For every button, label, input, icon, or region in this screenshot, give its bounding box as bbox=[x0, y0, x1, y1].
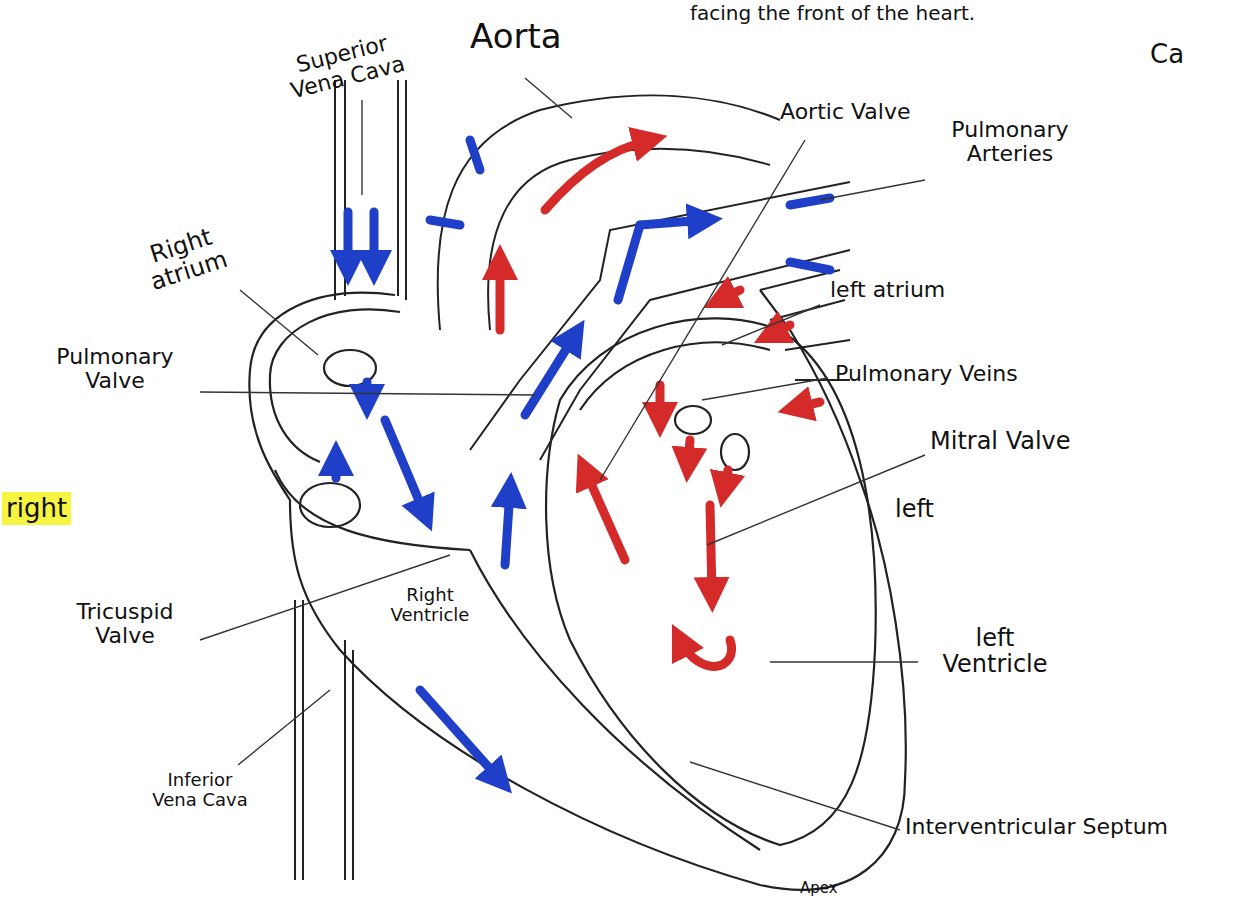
vessel-outline bbox=[438, 96, 780, 330]
blood-flow-arrow bbox=[680, 640, 732, 666]
blood-flow-arrow bbox=[795, 402, 820, 408]
heart-outline bbox=[546, 318, 876, 845]
blood-flow-arrow bbox=[710, 505, 712, 595]
part-name: Interventricular Septum bbox=[905, 815, 1168, 839]
vessel-outline bbox=[344, 640, 346, 880]
vessel-outline bbox=[294, 600, 296, 880]
vessel-outline bbox=[470, 182, 850, 450]
leader-line bbox=[770, 661, 918, 662]
blood-flow-arrow bbox=[770, 325, 790, 335]
part-name: Aortic Valve bbox=[780, 100, 911, 124]
heart-outline bbox=[721, 434, 749, 470]
leader-line bbox=[707, 455, 925, 545]
note-text: facing the front of the heart. bbox=[690, 2, 975, 24]
blood-flow-arrow bbox=[720, 290, 740, 300]
vessel-outline bbox=[302, 600, 304, 880]
vessel-outline bbox=[334, 80, 336, 300]
side-label: right bbox=[2, 492, 71, 525]
leader-line bbox=[702, 378, 828, 400]
blood-flow-arrow bbox=[385, 420, 425, 515]
blood-flow-arrow bbox=[525, 335, 575, 415]
leader-line bbox=[525, 78, 572, 118]
leader-line bbox=[820, 180, 925, 200]
part-name: Pulmonary Valve bbox=[40, 345, 190, 393]
heart-outline bbox=[275, 470, 470, 550]
blood-flow-arrow bbox=[344, 212, 353, 268]
blood-flow-arrow bbox=[370, 212, 379, 268]
blood-flow-arrow bbox=[332, 458, 341, 478]
part-name: left atrium bbox=[830, 278, 945, 302]
blood-flow-arrow bbox=[618, 225, 640, 300]
part-name: left Ventricle bbox=[925, 625, 1065, 678]
part-name: Pulmonary Arteries bbox=[930, 118, 1090, 166]
part-name: Pulmonary Veins bbox=[835, 362, 1018, 386]
leader-line bbox=[238, 690, 330, 765]
blood-flow-arrow bbox=[640, 220, 705, 225]
vessel-outline bbox=[397, 80, 399, 296]
part-name: Right Ventricle bbox=[385, 585, 475, 625]
leader-line bbox=[200, 392, 535, 395]
vessel-outline bbox=[540, 250, 850, 460]
blood-flow-arrow bbox=[420, 690, 500, 780]
part-name: Apex bbox=[800, 880, 838, 897]
note-text: Ca bbox=[1150, 40, 1184, 69]
part-name: Inferior Vena Cava bbox=[150, 770, 250, 810]
part-name: Aorta bbox=[470, 18, 562, 55]
blood-flow-arrow bbox=[470, 140, 480, 170]
leader-line bbox=[722, 305, 820, 345]
heart-outline bbox=[270, 309, 400, 462]
vessel-outline bbox=[295, 80, 850, 880]
side-label: left bbox=[895, 496, 934, 522]
leader-line bbox=[361, 100, 362, 195]
blood-flow-arrow bbox=[336, 140, 830, 780]
leader-line bbox=[200, 78, 925, 830]
part-name: Right atrium bbox=[106, 210, 265, 307]
blood-flow-arrow bbox=[505, 490, 510, 565]
blood-flow-arrow bbox=[430, 220, 460, 225]
leader-line bbox=[240, 290, 318, 355]
leader-line bbox=[690, 762, 900, 830]
blood-flow-arrow bbox=[500, 140, 820, 666]
part-name: Mitral Valve bbox=[930, 428, 1071, 454]
blood-flow-arrow bbox=[585, 470, 625, 560]
blood-flow-arrow bbox=[656, 385, 665, 420]
vessel-outline bbox=[488, 149, 770, 330]
blood-flow-arrow bbox=[545, 140, 650, 210]
vessel-outline bbox=[352, 650, 354, 880]
blood-flow-arrow bbox=[496, 262, 505, 330]
heart-outline bbox=[300, 483, 360, 527]
part-name: Tricuspid Valve bbox=[55, 600, 195, 648]
blood-flow-arrow bbox=[790, 262, 830, 270]
heart-outline bbox=[675, 406, 711, 434]
blood-flow-arrow bbox=[688, 440, 690, 465]
blood-flow-arrow bbox=[724, 470, 728, 490]
leader-line bbox=[600, 140, 805, 480]
heart-outline bbox=[580, 343, 770, 411]
vessel-outline bbox=[405, 80, 407, 300]
blood-flow-arrow bbox=[363, 382, 372, 402]
